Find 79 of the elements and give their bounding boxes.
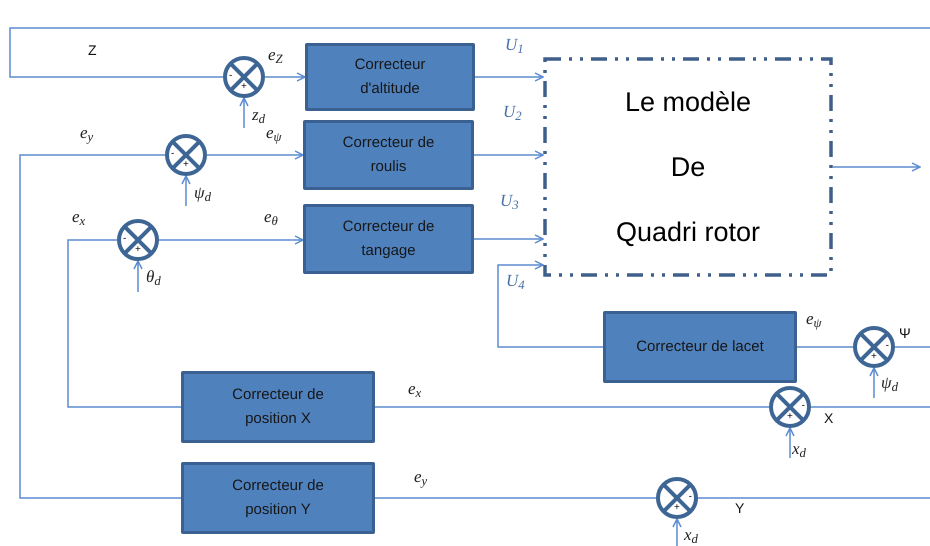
sign-label: + xyxy=(135,245,141,255)
edge-label: e$_{x}$ xyxy=(408,380,422,398)
model-label: De xyxy=(670,150,706,183)
edge-label: ψ$_{d}$ xyxy=(881,374,898,392)
edge-label: Z xyxy=(88,42,97,58)
edge-label: z$_{d}$ xyxy=(252,106,265,124)
signal-line xyxy=(67,239,181,408)
process-box xyxy=(305,43,475,111)
arrow xyxy=(672,518,682,546)
process-box xyxy=(303,204,474,274)
box-label: Correcteur de position Y xyxy=(231,476,325,520)
summing-junction xyxy=(117,219,159,261)
process-box xyxy=(303,120,474,190)
summing-junction xyxy=(769,386,811,428)
edge-label: Y xyxy=(735,500,744,516)
edge-label: X xyxy=(824,410,834,426)
edge-label: x$_{d}$ xyxy=(792,440,806,458)
arrow xyxy=(833,162,921,172)
edge-label: e$_{Z}$ xyxy=(268,46,283,64)
model-box xyxy=(543,57,833,277)
edge-label: U$_{4}$ xyxy=(506,272,525,290)
signal-line xyxy=(375,497,656,499)
edge-label: U$_{1}$ xyxy=(505,36,524,54)
model-label: Le modèle xyxy=(624,86,752,118)
box-label: Correcteur d'altitude xyxy=(354,55,426,99)
arrow xyxy=(869,367,879,398)
sign-label: + xyxy=(787,412,793,422)
arrow xyxy=(785,427,795,458)
edge-label: e$_{y}$ xyxy=(80,124,94,142)
sign-label: - xyxy=(688,492,692,502)
sign-label: + xyxy=(183,160,189,170)
signal-line xyxy=(375,406,769,408)
signal-line xyxy=(895,346,930,348)
sign-label: - xyxy=(171,149,174,159)
box-label: Correcteur de roulis xyxy=(342,133,436,177)
signal-line xyxy=(698,497,930,499)
edge-label: ψ$_{d}$ xyxy=(194,184,211,202)
edge-label: U$_{3}$ xyxy=(500,192,519,210)
arrow xyxy=(181,175,191,206)
summing-junction xyxy=(165,134,207,176)
arrow xyxy=(133,260,143,292)
sign-label: - xyxy=(886,341,889,351)
arrow xyxy=(474,150,544,160)
box-label: Correcteur de lacet xyxy=(636,337,764,357)
signal-line xyxy=(19,154,181,499)
signal-line xyxy=(811,406,930,408)
summing-junction xyxy=(223,56,265,98)
sign-label: - xyxy=(123,234,126,244)
process-box xyxy=(181,462,375,534)
sign-label: - xyxy=(229,71,232,81)
edge-label: x$_{d}$ xyxy=(684,526,698,544)
arrow xyxy=(159,235,304,245)
arrow xyxy=(265,72,306,82)
arrow xyxy=(474,234,544,244)
edge-label: Ψ xyxy=(899,325,911,341)
signal-line xyxy=(9,27,930,78)
arrow xyxy=(497,260,603,348)
edge-label: θ$_{d}$ xyxy=(146,268,161,286)
arrow xyxy=(239,97,249,128)
process-box xyxy=(181,371,375,443)
sign-label: + xyxy=(674,503,680,513)
arrow xyxy=(207,150,304,160)
process-box xyxy=(603,311,797,383)
edge-label: e$_{θ}$ xyxy=(264,208,278,226)
box-label: Correcteur de tangage xyxy=(342,217,436,261)
model-label: Quadri rotor xyxy=(616,216,760,248)
box-label: Correcteur de position X xyxy=(231,385,325,429)
arrow xyxy=(475,72,544,82)
signal-line xyxy=(797,346,853,348)
edge-label: e$_{y}$ xyxy=(414,468,428,486)
summing-junction xyxy=(853,326,895,368)
edge-label: e$_{ψ}$ xyxy=(806,310,822,328)
summing-junction xyxy=(656,477,698,519)
sign-label: - xyxy=(802,401,805,411)
edge-label: e$_{x}$ xyxy=(72,208,86,226)
sign-label: + xyxy=(871,352,877,362)
sign-label: + xyxy=(241,82,247,92)
edge-label: e$_{ψ}$ xyxy=(266,124,282,142)
edge-label: U$_{2}$ xyxy=(503,103,522,121)
